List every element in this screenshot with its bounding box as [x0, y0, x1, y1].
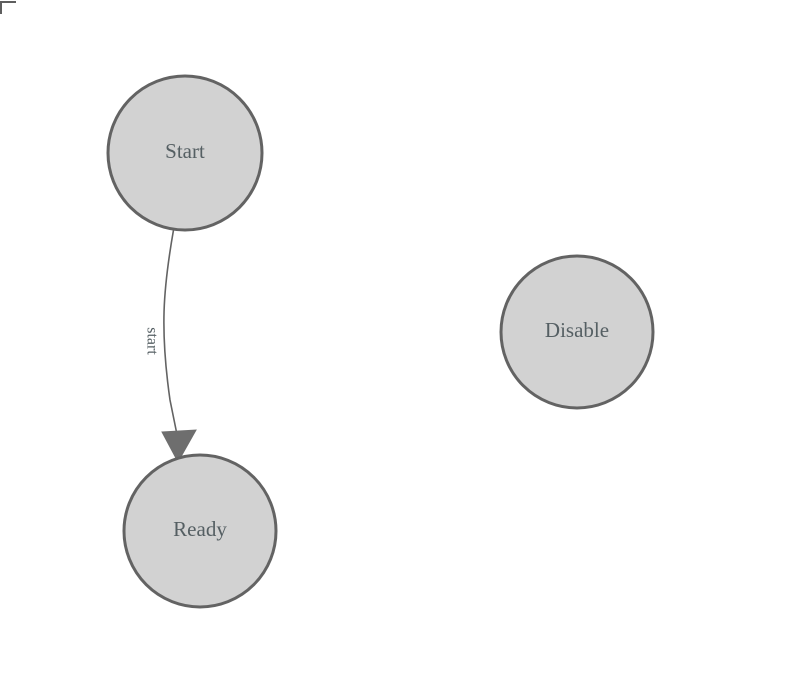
top-left-corner-bracket-icon	[0, 1, 16, 14]
node-label-ready: Ready	[173, 517, 227, 541]
node-ready[interactable]: Ready	[122, 453, 278, 609]
node-label-disable: Disable	[545, 318, 609, 342]
arrowhead-icon	[161, 429, 197, 464]
edge-label-start: start	[143, 327, 160, 355]
node-circle[interactable]	[499, 254, 655, 410]
edge-start-to-ready[interactable]: start	[143, 229, 197, 464]
node-label-start: Start	[165, 139, 205, 163]
node-disable[interactable]: Disable	[499, 254, 655, 410]
node-circle[interactable]	[122, 453, 278, 609]
edge-path	[163, 229, 179, 438]
node-circle[interactable]	[106, 74, 264, 232]
node-start[interactable]: Start	[106, 74, 264, 232]
